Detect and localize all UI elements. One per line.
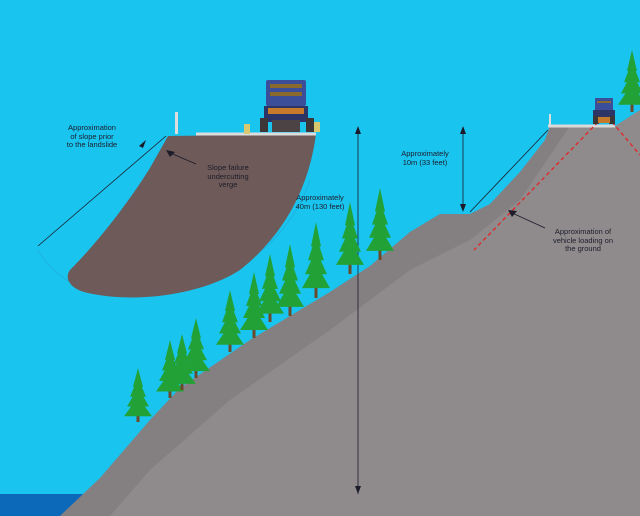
truck-icon <box>593 98 615 124</box>
label-line: vehicle loading on <box>552 235 614 245</box>
tree-group <box>124 50 640 422</box>
tree-icon <box>216 290 244 352</box>
arrow-icon <box>460 204 466 212</box>
vehicle-pointer <box>509 211 546 229</box>
inset-ground <box>67 134 316 298</box>
label-line: of slope prior <box>70 131 114 141</box>
tree-icon <box>256 254 284 322</box>
arrow-icon <box>355 126 361 134</box>
tree-icon <box>276 244 304 316</box>
tree-icon <box>618 50 640 112</box>
label-line: undercutting <box>207 171 249 181</box>
vehicle-load-line-right <box>611 121 640 156</box>
marker-post <box>549 114 551 126</box>
label-line: Approximately <box>401 149 449 158</box>
tree-icon <box>336 202 364 274</box>
prior-slope-line <box>469 129 549 213</box>
label-height-main: Approximately 40m (130 feet) <box>288 193 352 211</box>
label-line: 10m (33 feet) <box>402 157 448 167</box>
tree-icon <box>124 368 152 422</box>
inset-prior-slope-line <box>37 135 167 247</box>
arrow-icon <box>460 126 466 134</box>
label-line: Slope failure <box>207 163 249 172</box>
arrow-icon <box>355 486 361 494</box>
label-line: verge <box>218 180 238 189</box>
label-vehicle-loading: Approximation of vehicle loading on the … <box>540 227 626 254</box>
tree-icon <box>366 188 394 260</box>
label-line: the ground <box>565 244 601 253</box>
tree-icon <box>182 318 210 378</box>
label-line: 40m (130 feet) <box>295 201 345 211</box>
arrow-icon <box>508 210 517 217</box>
vehicle-load-line-left <box>473 121 599 251</box>
arrow-icon <box>139 140 146 148</box>
label-line: Approximation of <box>554 227 612 236</box>
label-line: to the landslide <box>66 140 118 149</box>
label-line: Approximately <box>296 193 344 202</box>
hillside-shadow <box>60 126 570 516</box>
label-slope-failure: Slope failure undercutting verge <box>196 163 260 190</box>
truck-icon <box>244 80 320 134</box>
tree-icon <box>302 222 330 298</box>
marker-post <box>175 112 178 134</box>
label-line: Approximation <box>68 123 116 132</box>
label-height-upper: Approximately 10m (33 feet) <box>393 149 457 167</box>
arrow-icon <box>166 150 175 157</box>
label-slope-prior: Approximation of slope prior to the land… <box>52 123 132 150</box>
